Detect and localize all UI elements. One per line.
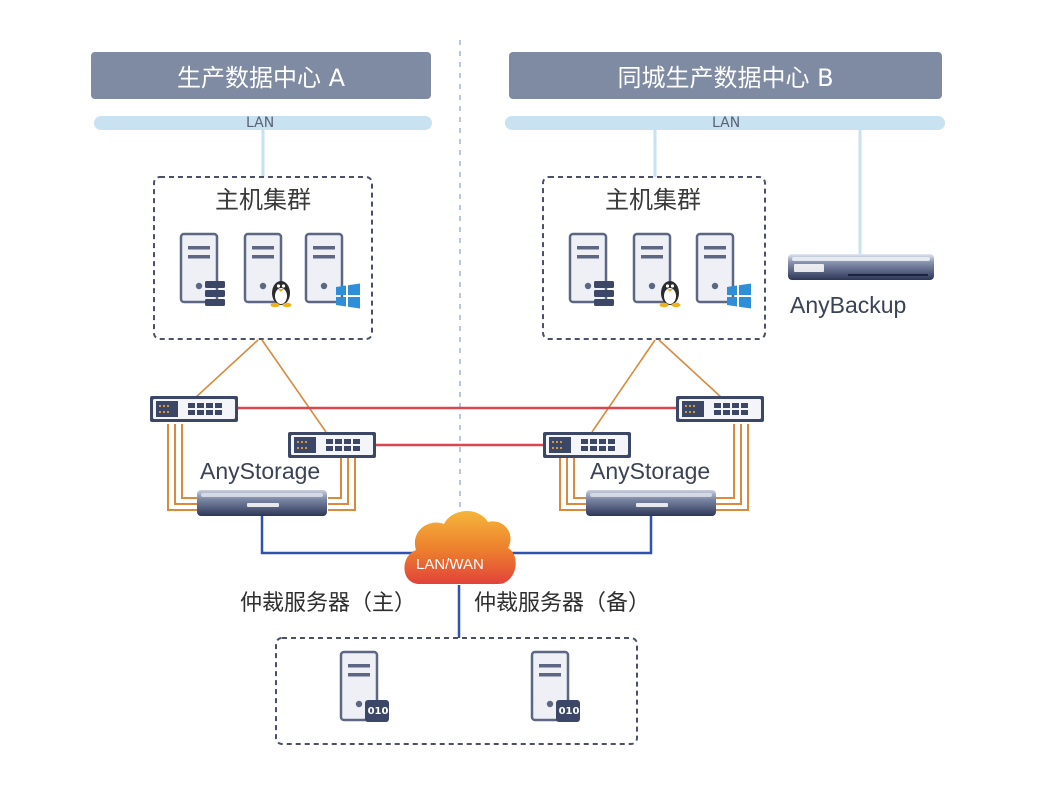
datacenter-b-title: 同城生产数据中心 B <box>509 52 942 99</box>
fc-switch-icon <box>543 432 631 458</box>
lan-wan-label: LAN/WAN <box>416 556 484 573</box>
anybackup-appliance-icon <box>788 254 934 280</box>
arbitration-server-primary-icon <box>339 650 389 722</box>
fc-switch-icon <box>288 432 376 458</box>
anystorage-appliance-icon <box>197 490 327 516</box>
arbitration-badge-primary: 010 <box>367 706 389 717</box>
anystorage-label-b: AnyStorage <box>590 458 711 484</box>
anystorage-label-a: AnyStorage <box>200 458 321 484</box>
host-cluster-title-a: 主机集群 <box>215 186 311 214</box>
anystorage-appliance-icon <box>586 490 716 516</box>
cloud-icon <box>404 510 516 584</box>
host-cluster-box-a <box>153 176 373 340</box>
arbitration-primary-label: 仲裁服务器（主） <box>240 591 417 616</box>
lan-label-a: LAN <box>246 115 275 131</box>
windows-server-icon <box>304 232 360 309</box>
arbitration-box <box>275 637 638 745</box>
server-icon <box>179 232 225 306</box>
anybackup-label: AnyBackup <box>790 292 907 318</box>
datacenter-a-title: 生产数据中心 A <box>91 52 431 99</box>
lan-label-b: LAN <box>712 115 741 131</box>
windows-server-icon <box>695 232 751 309</box>
fc-switch-icon <box>150 396 238 422</box>
wan-link <box>500 516 653 555</box>
lan-bar-a <box>94 116 432 130</box>
arbitration-backup-label: 仲裁服务器（备） <box>474 591 651 616</box>
linux-server-icon <box>632 232 681 308</box>
linux-server-icon <box>243 232 292 308</box>
server-icon <box>568 232 614 306</box>
arbitration-badge-backup: 010 <box>558 706 580 717</box>
host-cluster-title-b: 主机集群 <box>605 186 701 214</box>
fc-switch-icon <box>676 396 764 422</box>
arbitration-server-backup-icon <box>530 650 580 722</box>
wan-link <box>260 516 420 555</box>
lan-bar-b <box>505 116 945 130</box>
